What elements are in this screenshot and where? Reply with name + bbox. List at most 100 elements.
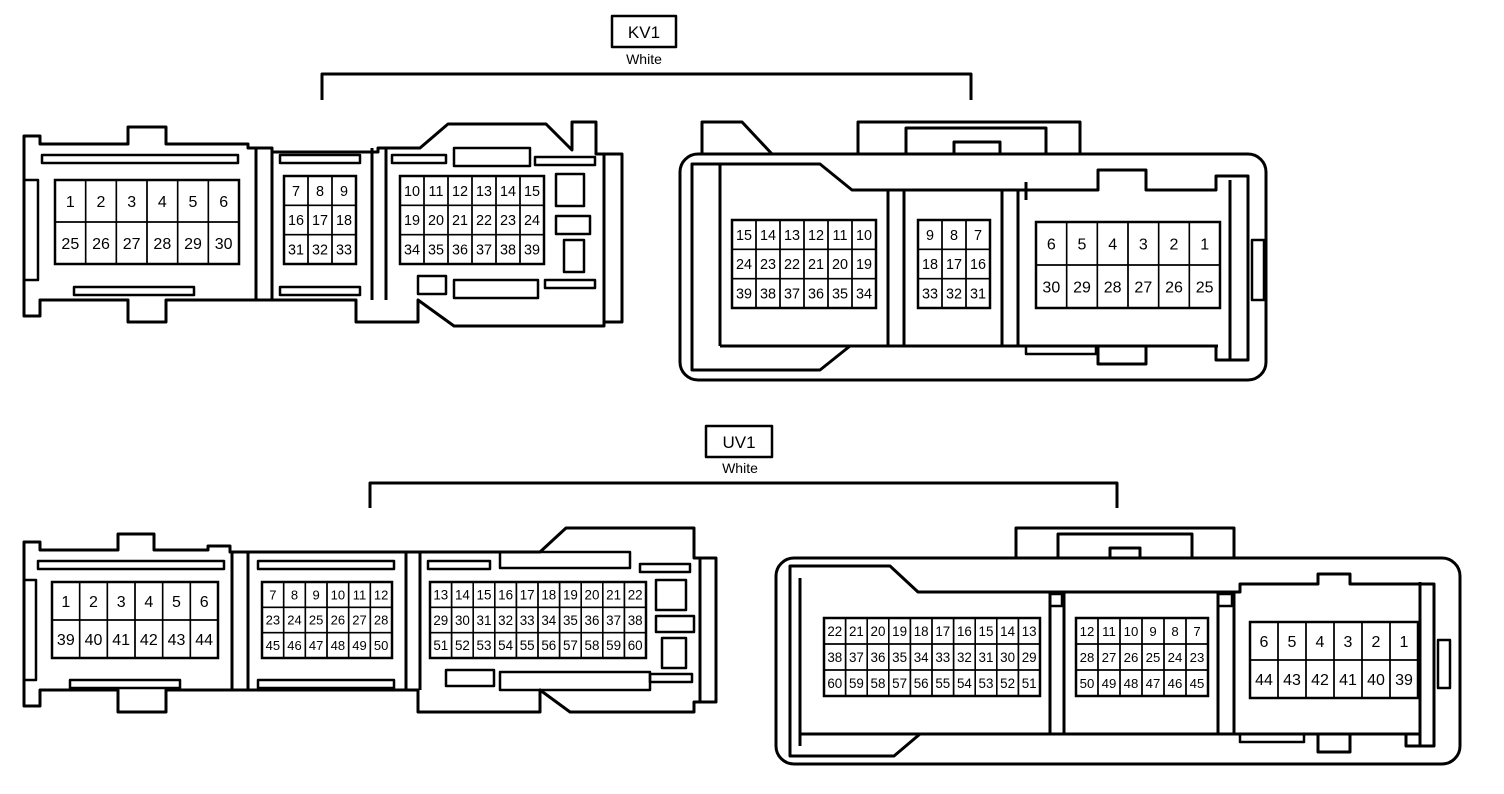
pin-number: 45 [1190,676,1205,691]
pin-number: 8 [950,228,958,244]
pin-number: 15 [477,587,492,602]
pin-number: 33 [336,243,352,259]
pin-number: 36 [871,650,886,665]
pin-number: 11 [1102,624,1116,639]
pin-cell [1188,264,1221,309]
pin-number: 37 [606,613,621,628]
pin-number: 31 [477,613,492,628]
pin-number: 41 [112,632,130,649]
pin-number: 1 [66,194,75,211]
pin-number: 19 [563,587,578,602]
pin-number: 53 [979,676,994,691]
pin-number: 20 [585,587,600,602]
pin-number: 24 [524,213,540,229]
pin-number: 17 [520,587,535,602]
pin-number: 32 [946,287,962,303]
pin-cell [207,221,240,265]
pin-number: 24 [287,613,301,628]
pin-cell [623,631,647,659]
pin-number: 16 [498,587,513,602]
pin-number: 12 [452,184,468,200]
pin-number: 54 [498,638,513,653]
pin-number: 42 [1311,672,1329,689]
pin-number: 43 [1283,672,1301,689]
pin-number: 6 [200,594,209,611]
pin-number: 33 [922,287,938,303]
kv1-group: KV1 White [22,14,1268,382]
pin-number: 7 [1193,624,1200,639]
pin-number: 26 [1124,650,1139,665]
pin-cell [1389,659,1419,699]
pin-number: 9 [313,587,320,602]
pin-number: 52 [455,638,470,653]
pin-number: 27 [123,236,141,253]
kv1-left-connector-body [22,120,624,328]
pin-number: 34 [404,243,420,259]
pin-number: 21 [452,213,468,229]
pin-number: 59 [606,638,621,653]
pin-number: 51 [433,638,448,653]
pin-cell [1017,669,1041,697]
pin-number: 5 [172,594,181,611]
pin-number: 7 [292,184,300,200]
pin-number: 54 [957,676,972,691]
pin-number: 53 [477,638,492,653]
pin-number: 18 [541,587,556,602]
pin-number: 25 [1196,279,1214,296]
pin-number: 8 [291,587,298,602]
pin-number: 12 [808,228,824,244]
pin-number: 10 [404,184,420,200]
pin-number: 7 [974,228,982,244]
pin-number: 27 [1102,650,1117,665]
pin-number: 38 [760,287,776,303]
pin-number: 57 [563,638,578,653]
pin-number: 42 [140,632,158,649]
pin-number: 59 [849,676,864,691]
pin-number: 16 [957,624,972,639]
pin-number: 35 [892,650,907,665]
pin-number: 14 [500,184,516,200]
pin-number: 18 [922,257,938,273]
pin-number: 37 [849,650,864,665]
pin-number: 14 [760,228,776,244]
pin-number: 18 [336,213,352,229]
pin-number: 19 [856,257,872,273]
pin-number: 58 [585,638,600,653]
pin-number: 25 [61,236,79,253]
pin-number: 27 [352,613,366,628]
pin-number: 14 [455,587,470,602]
pin-number: 32 [957,650,972,665]
pin-number: 31 [979,650,994,665]
pin-number: 7 [269,587,276,602]
pin-number: 30 [455,613,470,628]
pin-number: 12 [1080,624,1095,639]
pin-number: 29 [433,613,448,628]
pin-cell [965,277,991,309]
pin-number: 34 [856,287,872,303]
pin-number: 25 [309,613,323,628]
pin-number: 17 [312,213,328,229]
pin-number: 55 [935,676,950,691]
pin-number: 32 [312,243,328,259]
pin-number: 34 [914,650,929,665]
pin-number: 21 [849,624,864,639]
pin-number: 8 [1171,624,1178,639]
pin-number: 39 [57,632,75,649]
pin-cell [519,233,545,265]
pin-number: 52 [1000,676,1015,691]
pin-number: 33 [935,650,950,665]
pin-number: 43 [168,632,186,649]
pin-number: 35 [428,243,444,259]
uv1-right-connector-body [774,526,1462,766]
pin-number: 49 [1102,676,1117,691]
pin-number: 39 [524,243,540,259]
pin-cell [851,277,877,309]
pin-number: 25 [1146,650,1161,665]
